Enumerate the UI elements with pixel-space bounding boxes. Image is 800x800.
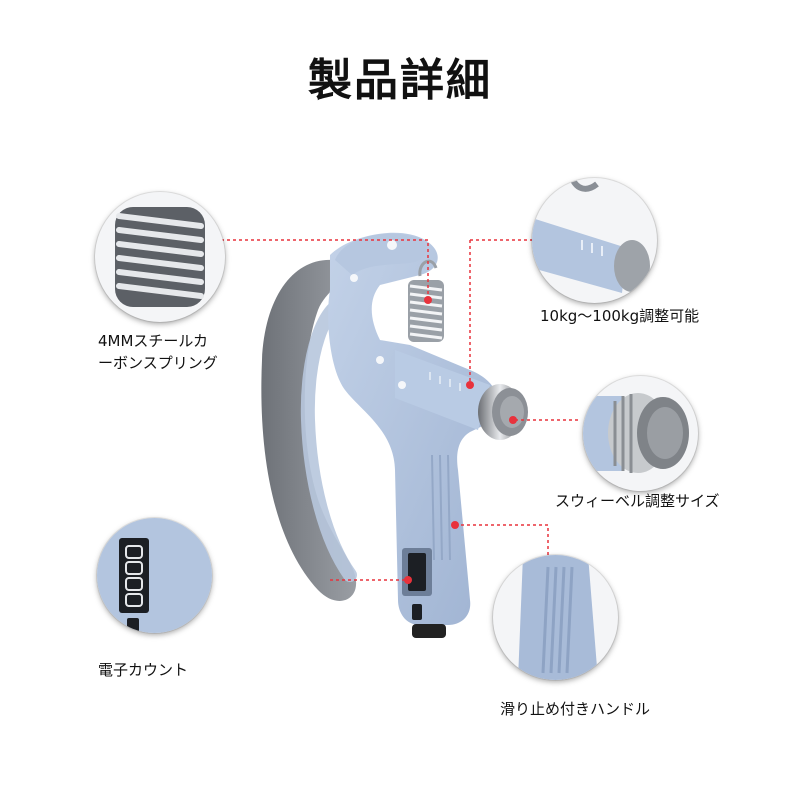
spring-closeup [95,192,225,322]
counter-label: 電子カウント [98,661,189,679]
counter-closeup [97,518,212,633]
handle-label: 滑り止め付きハンドル [500,700,651,718]
adjust-closeup [532,178,657,303]
spring-label-line2: ーボンスプリング [98,354,218,372]
swivel-closeup [583,376,698,491]
page-title: 製品詳細 [308,55,492,106]
swivel-label: スウィーベル調整サイズ [555,492,720,510]
curved-grip [261,259,357,601]
adjust-knob [478,384,528,440]
adjust-label: 10kg～100kg調整可能 [540,307,700,325]
spring-label: 4MMスチールカ ーボンスプリング [98,330,218,374]
spring [408,280,444,342]
spring-label-line1: 4MMスチールカ [98,332,208,350]
handle-closeup [493,555,618,680]
